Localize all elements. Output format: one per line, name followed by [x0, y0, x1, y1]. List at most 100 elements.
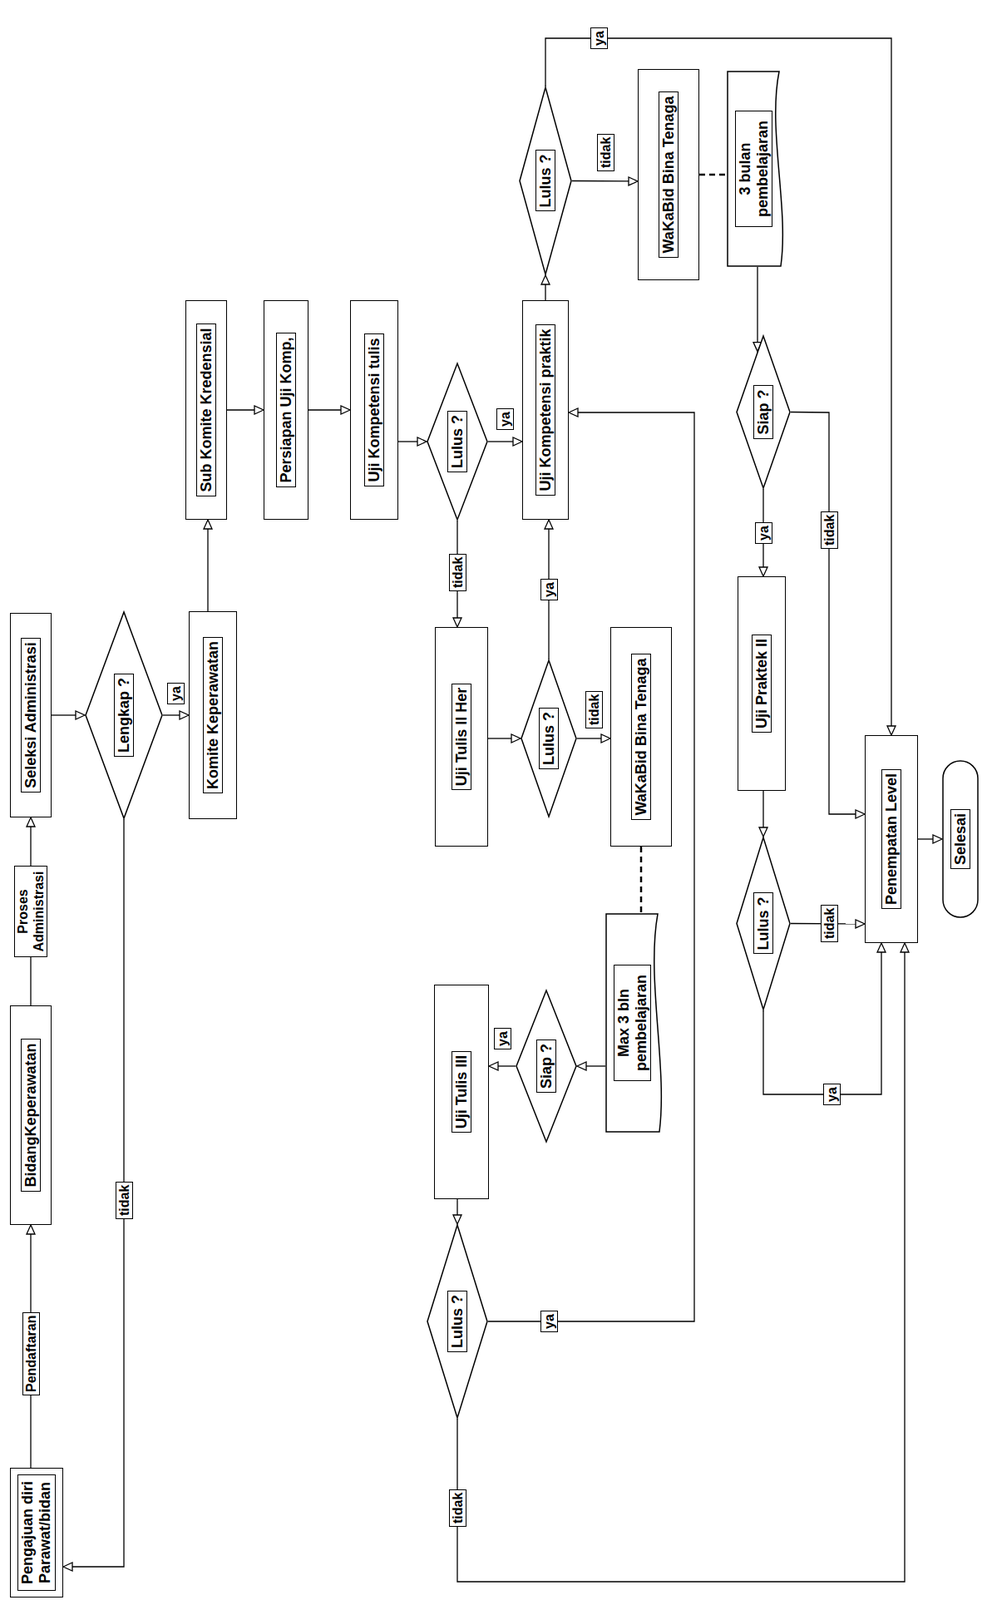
edge-label: ya: [755, 522, 773, 544]
process-box: WaKaBid Bina Tenaga: [637, 69, 700, 281]
edge-label: ya: [496, 408, 514, 430]
node-text: Sub Komite Kredensial: [196, 323, 218, 496]
flow-arrow: [51, 710, 85, 720]
edge-label: ya: [823, 1083, 841, 1106]
arrow-head: [932, 834, 943, 844]
diamond-outline: [516, 990, 577, 1142]
diamond-outline: [736, 335, 790, 489]
connector-line: [488, 412, 695, 1322]
edge-label: tidak: [585, 690, 603, 729]
process-box: Uji Kompetensi tulis: [350, 300, 399, 520]
flow-arrow: [577, 1061, 606, 1071]
edge-label: tidak: [820, 904, 839, 943]
connector-line: [762, 790, 764, 828]
arrow-head: [75, 710, 85, 720]
process-box: Uji Tulis III: [434, 984, 489, 1200]
edge-label: ya: [493, 1027, 512, 1050]
connector-line: [308, 409, 341, 410]
process-box: Penempatan Level: [864, 735, 918, 943]
arrow-head: [417, 437, 427, 446]
connector-line: [586, 1065, 606, 1066]
flow-arrow: [790, 412, 865, 820]
arrow-head: [340, 405, 351, 415]
node-text: Lulus ?: [447, 1290, 469, 1353]
arrow-head: [511, 734, 521, 743]
flow-arrow: [457, 942, 909, 1582]
node-text: Siap ?: [753, 385, 775, 440]
node-text: WaKaBid Bina Tenaga: [658, 91, 680, 257]
node-text: Uji Kompetensi tulis: [364, 333, 385, 486]
connector-line: [456, 1199, 458, 1215]
node-text: Uji Kompetensi praktik: [535, 324, 557, 495]
node-text: Lulus ?: [535, 150, 557, 213]
arrow-head: [63, 1562, 73, 1571]
connector-line: [790, 412, 856, 815]
arrow-head: [254, 405, 264, 415]
decision-diamond: Lengkap ?: [84, 611, 163, 820]
edge-label: Pendaftaran: [22, 1312, 40, 1396]
flow-arrow: [759, 790, 768, 837]
arrow-head: [26, 817, 35, 827]
edge-label: tidak: [449, 553, 467, 592]
process-box: WaKaBid Bina Tenaga: [610, 626, 672, 847]
connector-line: [763, 952, 882, 1095]
node-text: Uji Praktek II: [751, 634, 773, 733]
node-text: Siap ?: [536, 1039, 558, 1093]
flow-arrow: [203, 519, 213, 612]
node-text: BidangKeperawatan: [20, 1038, 42, 1191]
arrow-head: [577, 1061, 587, 1071]
arrow-head: [900, 942, 909, 953]
edge-label: Proses Administrasi: [14, 865, 48, 958]
diamond-outline: [85, 611, 163, 819]
flow-arrow: [488, 437, 523, 446]
process-box: Uji Praktek II: [737, 576, 786, 791]
connector-line: [498, 1065, 516, 1066]
diamond-outline: [521, 660, 577, 817]
arrow-head: [179, 710, 189, 720]
decision-diamond: Lulus ?: [520, 659, 578, 818]
arrow-head: [544, 519, 553, 529]
flow-arrow: [763, 942, 886, 1095]
edge-label: tidak: [449, 1489, 467, 1527]
process-box: Uji Tulis II Her: [434, 626, 489, 847]
process-box: Pengajuan diri Parawat/bidan: [9, 1467, 64, 1598]
arrow-head: [203, 519, 213, 529]
connector-line: [51, 714, 76, 716]
diamond-outline: [427, 363, 488, 520]
arrow-head: [877, 942, 886, 953]
connector-line: [699, 173, 727, 177]
arrow-head: [759, 567, 768, 577]
node-text: Persiapan Uji Komp,: [276, 332, 297, 487]
flow-arrow: [488, 408, 695, 1322]
diamond-outline: [736, 837, 790, 1010]
flow-arrow: [398, 437, 427, 446]
node-text: Selesai: [950, 809, 972, 869]
flow-arrow: [541, 275, 550, 301]
arrow-head: [855, 919, 865, 928]
flow-arrow: [453, 1199, 462, 1224]
flow-arrow: [308, 405, 351, 415]
connector-line: [544, 284, 546, 301]
flow-arrow: [227, 405, 264, 415]
process-box: Komite Keperawatan: [188, 611, 237, 820]
flow-arrow: [577, 734, 611, 743]
edge-label: tidak: [597, 133, 615, 172]
arrow-head: [26, 1224, 35, 1234]
decision-diamond: Lulus ?: [426, 362, 489, 521]
arrow-head: [453, 1214, 462, 1224]
connector-line: [162, 714, 180, 716]
terminator-outline: [942, 760, 978, 918]
diamond-outline: [519, 87, 572, 275]
connector-line: [756, 266, 758, 343]
connector-line: [207, 528, 208, 612]
decision-diamond: Siap ?: [515, 989, 578, 1143]
connector-line: [457, 952, 905, 1582]
connector-line: [488, 737, 512, 739]
document-outline: [727, 71, 783, 267]
connector-line: [488, 440, 514, 442]
arrow-head: [488, 1061, 499, 1071]
connector-line: [917, 838, 933, 839]
dashed-connector: [699, 174, 727, 176]
